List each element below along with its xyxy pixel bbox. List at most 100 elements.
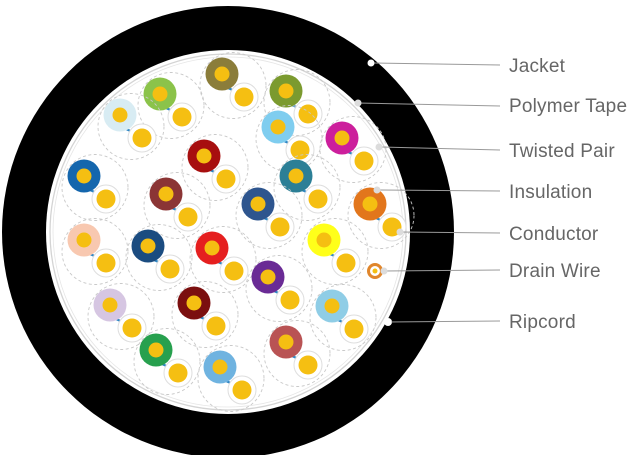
label-jacket: Jacket <box>509 56 566 77</box>
partner-conductor <box>172 107 192 127</box>
partner-conductor <box>206 316 226 336</box>
twisted-pair <box>133 328 201 395</box>
twisted-pair <box>263 69 331 136</box>
wire-conductor <box>140 238 156 254</box>
twisted-pair <box>199 52 267 119</box>
twisted-pair <box>137 72 205 139</box>
leader-dot-polymer-tape <box>354 99 362 107</box>
partner-conductor <box>298 355 318 375</box>
pair-envelope <box>97 93 165 160</box>
pair-envelope <box>319 116 387 183</box>
pair-envelope <box>137 72 205 139</box>
wire-conductor <box>76 168 92 184</box>
wire-conductor <box>102 297 118 313</box>
twisted-pair <box>189 226 257 293</box>
leader-conductor <box>399 231 501 234</box>
pair-envelope <box>347 182 415 249</box>
partner-conductor <box>168 363 188 383</box>
pair-envelope <box>61 154 129 221</box>
leader-dot-insulation <box>373 186 381 194</box>
twisted-pair <box>301 218 369 285</box>
label-conductor: Conductor <box>509 224 599 245</box>
pair-envelope <box>245 255 313 322</box>
wire-conductor <box>76 232 92 248</box>
twisted-pair <box>61 218 129 285</box>
wire-conductor <box>362 196 378 212</box>
twisted-pair <box>309 284 377 351</box>
partner-conductor <box>234 87 254 107</box>
twisted-pair <box>197 345 265 412</box>
callout-labels: Jacket Polymer Tape Twisted Pair Insulat… <box>509 56 627 333</box>
partner-conductor <box>160 259 180 279</box>
partner-conductor <box>280 290 300 310</box>
twisted-pair <box>97 93 165 160</box>
label-polymer-tape: Polymer Tape <box>509 96 627 117</box>
twisted-pair <box>245 255 313 322</box>
wire-conductor <box>186 295 202 311</box>
partner-conductor <box>290 140 310 160</box>
partner-conductor <box>308 189 328 209</box>
leader-drain-wire <box>383 269 501 272</box>
wire-conductor <box>278 83 294 99</box>
twisted-pair <box>87 283 155 350</box>
wire-conductor <box>112 107 128 123</box>
pair-envelope <box>181 134 249 201</box>
wire-conductor <box>278 334 294 350</box>
partner-conductor <box>96 253 116 273</box>
twisted-pair <box>171 281 239 348</box>
leader-polymer-tape <box>357 102 501 107</box>
leader-ripcord <box>387 320 501 323</box>
pair-envelope <box>125 224 193 291</box>
wire-conductor <box>316 232 332 248</box>
leader-dot-drain-wire <box>380 267 388 275</box>
twisted-pair <box>263 320 331 387</box>
leader-dot-conductor <box>396 228 404 236</box>
partner-conductor <box>232 380 252 400</box>
wire-conductor <box>158 186 174 202</box>
label-ripcord: Ripcord <box>509 312 576 333</box>
pair-envelope <box>263 69 331 136</box>
twisted-pair <box>181 134 249 201</box>
pair-envelope <box>189 226 257 293</box>
wire-conductor <box>212 359 228 375</box>
pair-envelope <box>309 284 377 351</box>
twisted-pair <box>319 116 387 183</box>
label-insulation: Insulation <box>509 182 592 203</box>
wire-conductor <box>250 196 266 212</box>
pair-envelope <box>263 320 331 387</box>
pair-envelope <box>235 182 303 249</box>
pair-envelope <box>143 172 211 239</box>
leader-twisted-pair <box>378 146 501 151</box>
partner-conductor <box>354 151 374 171</box>
leader-dot-jacket <box>367 59 375 67</box>
wire-conductor <box>204 240 220 256</box>
leader-dot-ripcord <box>384 318 392 326</box>
partner-conductor <box>122 318 142 338</box>
partner-conductor <box>298 104 318 124</box>
twisted-pair <box>125 224 193 291</box>
wire-conductor <box>152 86 168 102</box>
pair-envelope <box>133 328 201 395</box>
partner-conductor <box>336 253 356 273</box>
partner-conductor <box>178 207 198 227</box>
partner-conductor <box>224 261 244 281</box>
pair-envelope <box>61 218 129 285</box>
twisted-pair <box>235 182 303 249</box>
partner-conductor <box>132 128 152 148</box>
wire-conductor <box>270 119 286 135</box>
pair-envelope <box>171 281 239 348</box>
wire-conductor <box>260 269 276 285</box>
wire-conductor <box>196 148 212 164</box>
twisted-pair <box>61 154 129 221</box>
wire-conductor <box>324 298 340 314</box>
twisted-pair <box>273 154 341 221</box>
wire-conductor <box>148 342 164 358</box>
pair-envelope <box>87 283 155 350</box>
wire-conductor <box>334 130 350 146</box>
partner-conductor <box>216 169 236 189</box>
label-twisted-pair: Twisted Pair <box>509 141 615 162</box>
label-drain-wire: Drain Wire <box>509 261 601 282</box>
partner-conductor <box>96 189 116 209</box>
pair-envelope <box>199 52 267 119</box>
